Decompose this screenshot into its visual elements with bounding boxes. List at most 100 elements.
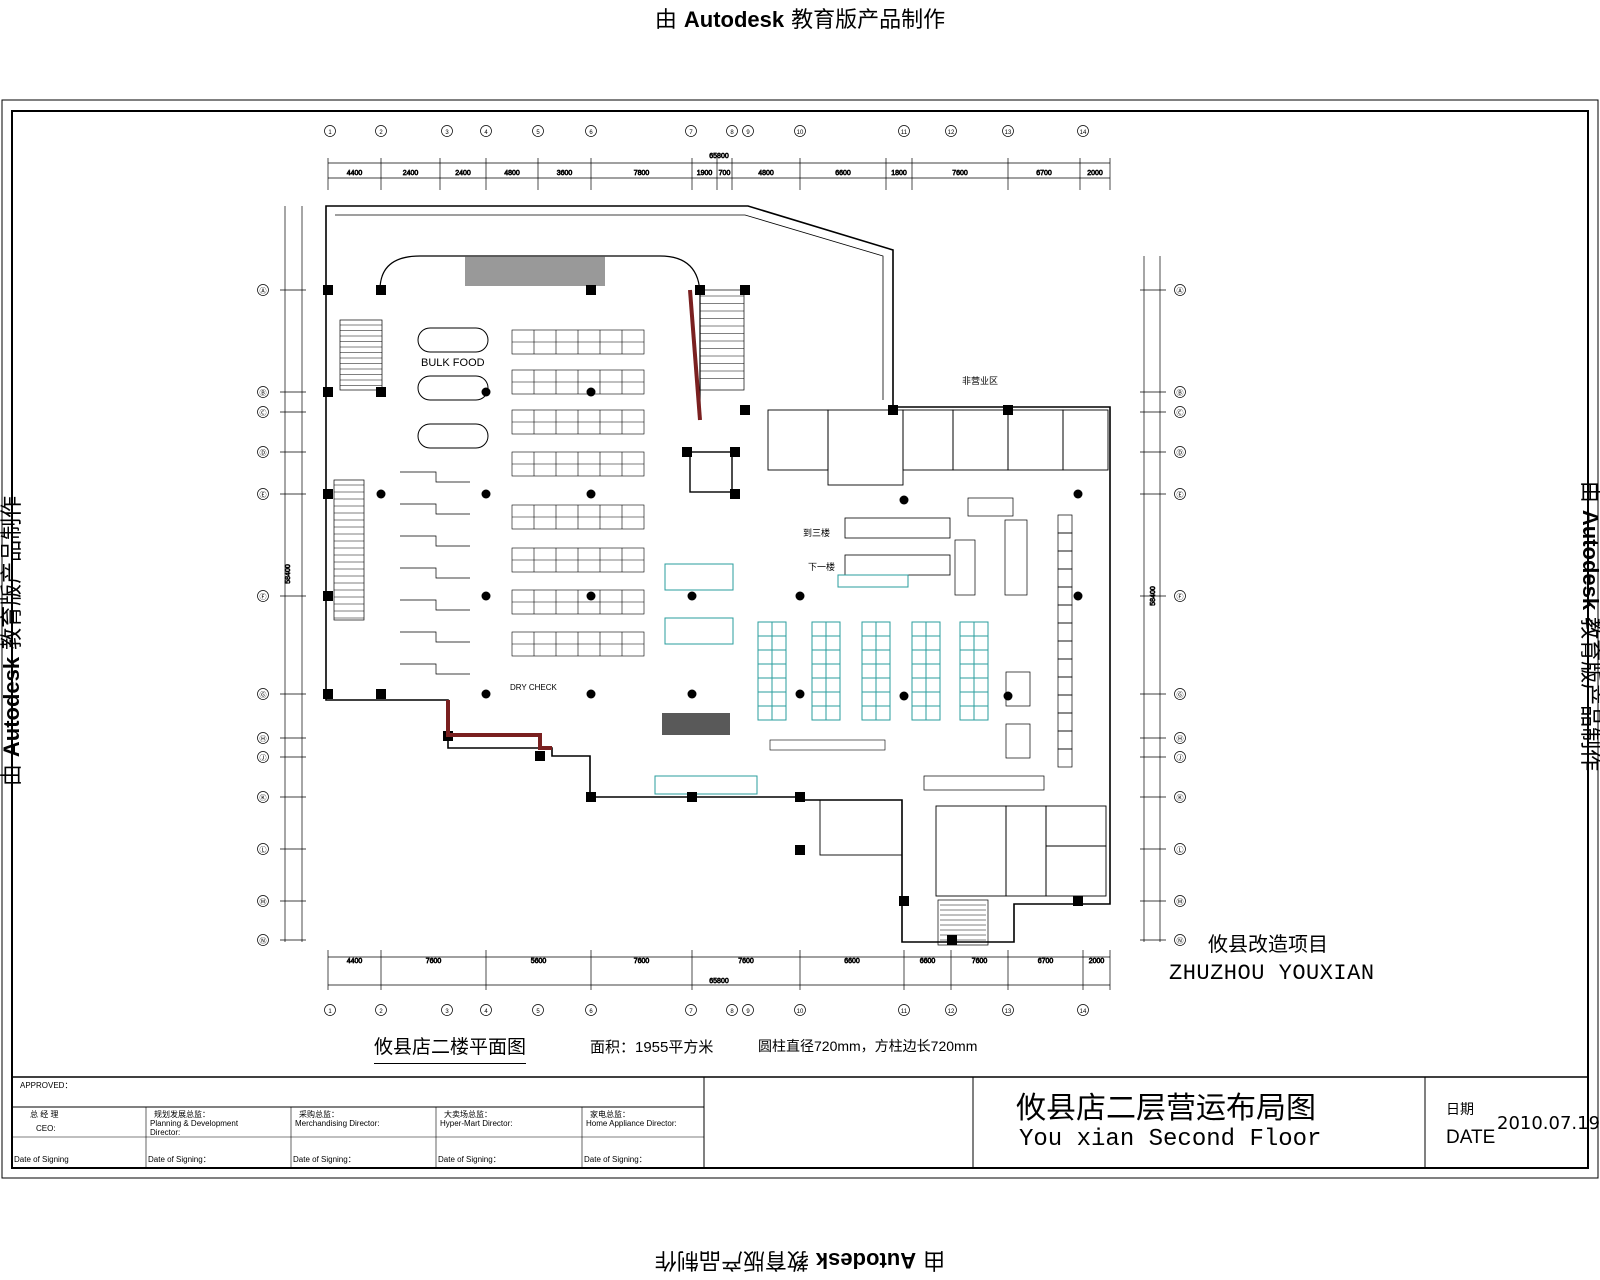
axis-bubble-label: 9 [746, 1009, 750, 1015]
axis-bubble-label: 2 [379, 1009, 383, 1015]
round-column [586, 387, 596, 397]
axis-bubble-label: Ⓜ [1177, 898, 1184, 906]
square-column [687, 792, 697, 802]
checkout-lane [400, 503, 470, 515]
square-column [586, 285, 596, 295]
store-front-block [379, 255, 702, 421]
axis-bubble-label: Ⓔ [260, 491, 267, 499]
round-column [899, 691, 909, 701]
check-label: DRY CHECK [510, 683, 557, 692]
wall-cabinet [1057, 604, 1073, 624]
round-column [1003, 691, 1013, 701]
signer-date-label: Date of Signing [14, 1155, 69, 1164]
axis-bubble-row-6: Ⓕ [1174, 590, 1186, 602]
wall-cabinet [1057, 532, 1073, 552]
stair-up-label: 到三楼 [803, 528, 831, 538]
wall-strips [446, 700, 886, 751]
axis-bubble-label: 2 [379, 130, 383, 136]
axis-bubble-label: 9 [746, 130, 750, 136]
square-column [730, 489, 740, 499]
axis-bubble-label: 11 [901, 130, 908, 136]
axis-bubble-4: 4 [480, 125, 492, 137]
promo-table [664, 563, 734, 591]
axis-bubble-row-7: Ⓖ [257, 688, 269, 700]
axis-bubble-label: Ⓓ [260, 449, 267, 457]
signer-role-cn: 采购总监： [299, 1110, 339, 1119]
axis-bubble-label: 7 [689, 1009, 693, 1015]
axis-bubble-row-12: Ⓜ [257, 895, 269, 907]
axis-bubble-row-6: Ⓕ [257, 590, 269, 602]
square-column [730, 447, 740, 457]
dim-top-7: 700 [719, 170, 731, 177]
dim-bottom-5: 6600 [844, 958, 860, 965]
axis-bubble-label: Ⓓ [1177, 449, 1184, 457]
axis-bubble-label: 8 [730, 130, 734, 136]
building-outline [325, 205, 1111, 943]
signer-role-en: Planning & Development Director: [150, 1119, 239, 1137]
date-label-cn: 日期 [1446, 1101, 1474, 1117]
plan-title: 攸县店二楼平面图 [374, 1032, 527, 1064]
gondola-row [511, 451, 645, 477]
dim-top-total: 65800 [709, 153, 729, 160]
axis-bubble-label: Ⓚ [1177, 794, 1184, 802]
round-column [687, 689, 697, 699]
dim-top-4: 3600 [557, 170, 573, 177]
dim-bottom-8: 6700 [1038, 958, 1054, 965]
gondola-row [511, 589, 645, 615]
column-note: 圆柱直径720mm，方柱边长720mm [758, 1038, 978, 1054]
escalator [837, 517, 951, 588]
square-column [740, 405, 750, 415]
wall-cabinet [1057, 622, 1073, 642]
axis-bubble-label: 5 [536, 130, 540, 136]
square-column [535, 751, 545, 761]
round-column [586, 689, 596, 699]
axis-bubble-label: Ⓕ [260, 593, 267, 601]
signer-role-cn: 大卖场总监： [444, 1110, 492, 1119]
checkout-lane [400, 663, 470, 675]
wall-cabinet [1057, 658, 1073, 678]
axis-bubble-label: Ⓒ [1177, 409, 1184, 417]
fresh-cabinet-column [811, 621, 841, 721]
square-column [323, 489, 333, 499]
square-column [323, 689, 333, 699]
outer-border [1, 99, 1599, 1179]
round-column [586, 591, 596, 601]
axis-bubble-row-11: Ⓛ [257, 843, 269, 855]
watermark-prefix: 由 [654, 8, 677, 33]
axis-bubble-label: 12 [948, 130, 955, 136]
dim-top-13: 2000 [1087, 170, 1103, 177]
watermark-suffix: 教育版产品制作 [791, 8, 946, 33]
gondola-row [511, 631, 645, 657]
bulk-food-bins [417, 327, 489, 449]
signer-date-label: Date of Signing： [148, 1155, 211, 1164]
dim-top-8: 4800 [758, 170, 774, 177]
right-perimeter-cabinets [923, 497, 1073, 791]
display-rack [954, 539, 976, 596]
fresh-cabinets [654, 563, 989, 795]
axis-bubble-row-10: Ⓚ [1174, 791, 1186, 803]
axis-bubble-label: Ⓑ [260, 389, 267, 397]
square-column [740, 285, 750, 295]
round-column [795, 689, 805, 699]
axis-bubble-row-12: Ⓜ [1174, 895, 1186, 907]
drawing-title: 攸县店二层营运布局图 [1016, 1092, 1316, 1125]
axis-bubble-label: 12 [948, 1009, 955, 1015]
promo-table [664, 617, 734, 645]
checkout-lane [400, 535, 470, 547]
dim-top-10: 1800 [891, 170, 907, 177]
signer-role-en: Home Appliance Director: [586, 1119, 677, 1128]
drawing-title-en: You xian Second Floor [1019, 1126, 1322, 1153]
dim-top-2: 2400 [455, 170, 471, 177]
round-column [481, 689, 491, 699]
axis-bubble-row-2: Ⓑ [1174, 386, 1186, 398]
axis-bubble-label: 6 [589, 130, 593, 136]
axis-bubble-row-5: Ⓔ [257, 488, 269, 500]
signer-date-label: Date of Signing： [293, 1155, 356, 1164]
axis-bubble-10: 10 [794, 125, 806, 137]
axis-bubble-label: 1 [328, 130, 332, 136]
dim-top-0: 4400 [347, 170, 363, 177]
axis-bubble-row-13: Ⓝ [1174, 934, 1186, 946]
axis-bubble-row-4: Ⓓ [257, 446, 269, 458]
signer-role-en: Hyper-Mart Director: [440, 1119, 513, 1128]
axis-bubble-label: Ⓐ [260, 287, 267, 295]
